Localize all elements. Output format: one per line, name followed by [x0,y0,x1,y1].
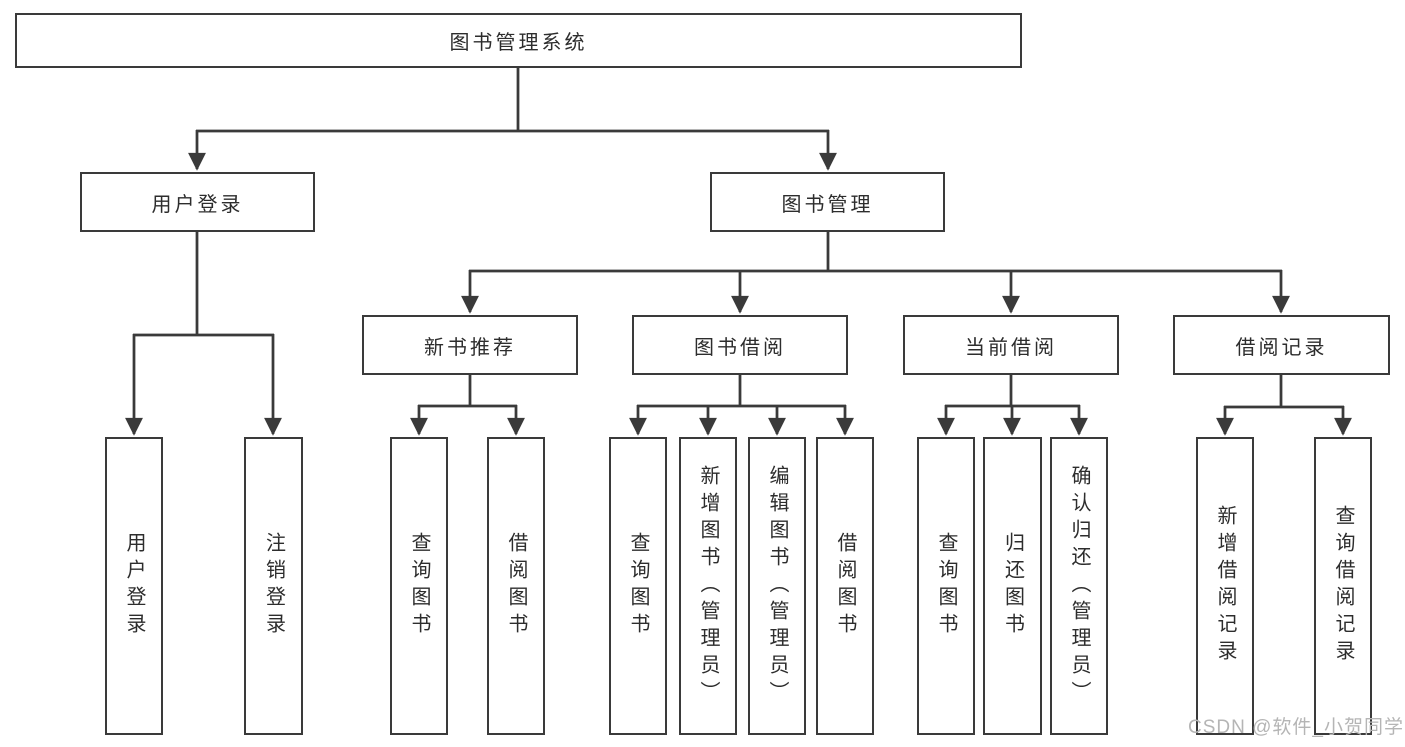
leaf-query-borrow-record: 查询借阅记录 [1314,437,1372,735]
leaf-query-books-current: 查询图书 [917,437,975,735]
node-label: 用户登录 [123,532,145,640]
node-library-management-system: 图书管理系统 [15,13,1022,68]
node-label: 查询图书 [408,532,430,640]
node-label: 查询图书 [627,532,649,640]
leaf-return-book: 归还图书 [983,437,1042,735]
node-book-borrowing: 图书借阅 [632,315,848,375]
node-label: 新增图书（管理员） [697,464,719,708]
node-label: 借阅图书 [834,532,856,640]
node-label: 图书借阅 [694,336,786,359]
node-label: 编辑图书（管理员） [766,464,788,708]
node-new-book-recommendation: 新书推荐 [362,315,578,375]
node-label: 借阅记录 [1235,336,1328,359]
leaf-add-book-admin: 新增图书（管理员） [679,437,737,735]
node-book-management: 图书管理 [710,172,945,232]
leaf-edit-book-admin: 编辑图书（管理员） [748,437,806,735]
csdn-watermark: CSDN @软件_小贺同学 [1188,717,1404,738]
node-label: 查询借阅记录 [1332,505,1354,667]
node-label: 当前借阅 [965,336,1057,359]
leaf-add-borrow-record: 新增借阅记录 [1196,437,1254,735]
node-user-login: 用户登录 [80,172,315,232]
node-label: 新书推荐 [424,336,516,359]
node-label: 用户登录 [151,193,244,216]
node-label: 注销登录 [262,532,285,640]
node-label: 确认归还（管理员） [1068,464,1090,708]
leaf-borrow-books: 借阅图书 [816,437,874,735]
leaf-borrow-books-recommend: 借阅图书 [487,437,545,735]
node-current-borrowing: 当前借阅 [903,315,1119,375]
node-label: 新增借阅记录 [1214,505,1236,667]
node-label: 图书管理系统 [449,32,588,54]
leaf-logout: 注销登录 [244,437,303,735]
node-borrowing-records: 借阅记录 [1173,315,1390,375]
leaf-query-books-borrowing: 查询图书 [609,437,667,735]
node-label: 借阅图书 [505,532,527,640]
node-label: 图书管理 [781,193,874,216]
leaf-user-login: 用户登录 [105,437,163,735]
leaf-confirm-return-admin: 确认归还（管理员） [1050,437,1108,735]
leaf-query-books-recommend: 查询图书 [390,437,448,735]
node-label: 查询图书 [935,532,957,640]
node-label: 归还图书 [1001,532,1024,640]
